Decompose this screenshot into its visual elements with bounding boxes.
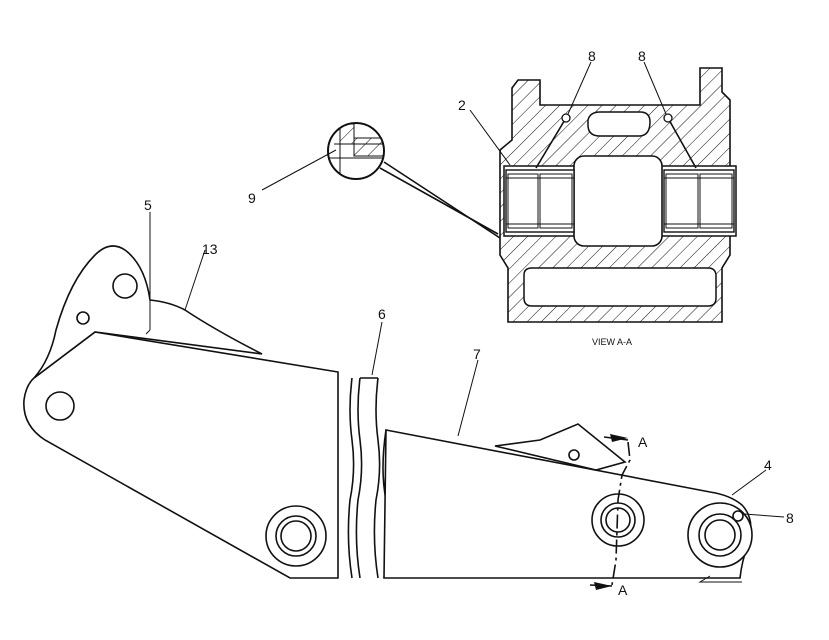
bracket-hole-small-icon — [76, 311, 90, 325]
bushing-right — [663, 169, 735, 233]
boom-left-section — [23, 245, 339, 579]
callout-13: 13 — [202, 241, 218, 257]
callout-5: 5 — [144, 197, 152, 213]
section-view-a-a: VIEW A-A — [499, 67, 737, 347]
callout-8-top-left: 8 — [588, 48, 596, 64]
callout-8-top-right: 8 — [638, 48, 646, 64]
callout-6: 6 — [378, 306, 386, 322]
detail-leader — [383, 161, 501, 239]
callout-7: 7 — [473, 346, 481, 362]
section-line-a-a — [589, 434, 631, 590]
upper-bracket — [33, 245, 263, 379]
callout-8-right: 8 — [786, 510, 794, 526]
upper-lug — [494, 423, 627, 471]
pin — [573, 155, 663, 247]
section-mark-bottom: A — [618, 582, 628, 598]
boom-plate-left — [23, 331, 339, 579]
fitting-left-icon — [561, 113, 571, 123]
grease-passage-left — [535, 117, 567, 169]
callout-2: 2 — [458, 97, 466, 113]
grease-passage-right — [667, 117, 697, 169]
view-caption: VIEW A-A — [592, 337, 632, 347]
callout-4: 4 — [764, 457, 772, 473]
lug-hole-icon — [568, 449, 580, 461]
top-slot — [587, 111, 651, 137]
section-mark-top: A — [638, 434, 648, 450]
break-lines — [347, 377, 389, 579]
pivot-hole-left-icon — [45, 391, 75, 421]
grease-fitting-icon — [732, 510, 744, 522]
bushing-left — [505, 169, 575, 233]
fitting-right-icon — [663, 113, 673, 123]
callout-9: 9 — [248, 190, 256, 206]
boom-right-section — [383, 423, 753, 583]
bottom-cavity — [523, 267, 717, 307]
detail-magnifier — [261, 122, 501, 239]
bracket-hole-upper-icon — [112, 273, 138, 299]
